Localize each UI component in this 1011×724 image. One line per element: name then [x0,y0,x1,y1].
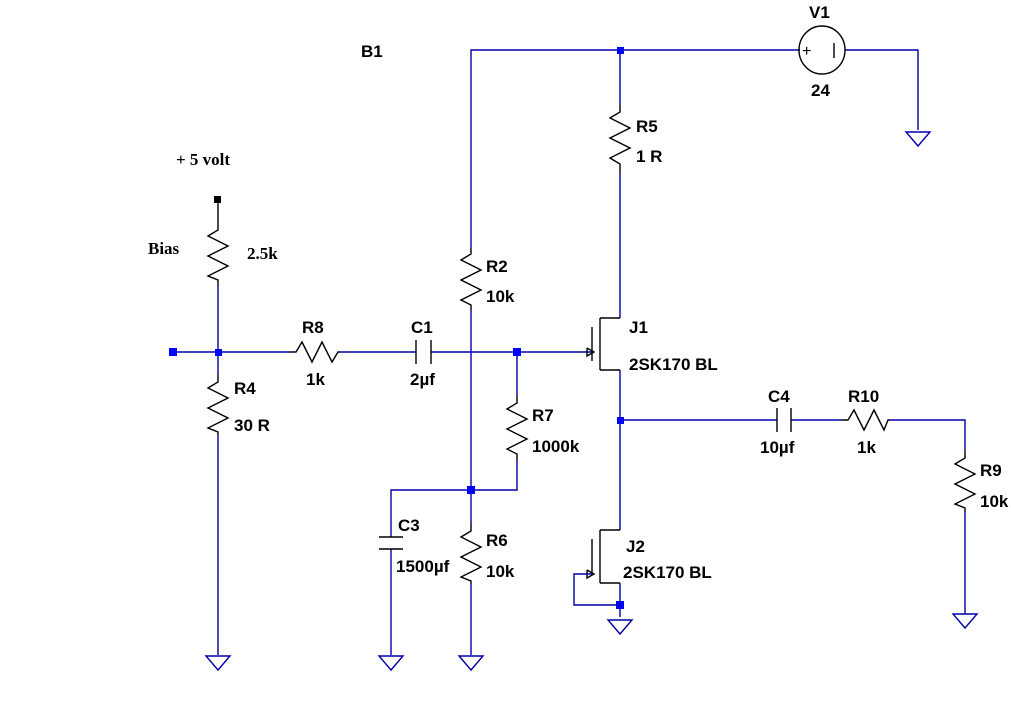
jfet-j2 [573,529,620,606]
j1-label: J1 [629,318,648,337]
resistors [206,105,977,584]
capacitor-c4 [776,408,792,432]
capacitor-c1 [415,340,432,364]
j2-value: 2SK170 BL [623,563,712,582]
wire-top-rail [470,49,800,248]
v1-value: 24 [811,81,830,100]
junction-gate-node [513,348,521,356]
voltage-source-v1: + [798,25,846,75]
v1-plus-sign: + [802,43,811,60]
labels: B1 + 5 volt Bias 2.5k V1 24 R5 1 R R2 10… [148,3,1009,582]
wire-v1-to-ground [845,49,919,130]
ground-v1 [904,131,932,148]
j1-gate-arrow [586,347,596,358]
r7-value: 1000k [532,437,580,456]
ground-c3 [377,655,405,672]
r6-label: R6 [486,531,508,550]
j2-label: J2 [626,537,645,556]
j1-value: 2SK170 BL [629,355,718,374]
r10-label: R10 [848,387,879,406]
v1-label: V1 [809,3,830,22]
r6-value: 10k [486,562,515,581]
capacitor-c3 [379,536,403,550]
capacitors [379,340,792,550]
r5-label: R5 [636,117,658,136]
junction-r7-node [467,486,475,494]
bias-value: 2.5k [247,244,278,263]
junction-top-rail [617,47,624,54]
r4-value: 30 R [234,416,270,435]
junction-output-node [617,417,624,424]
r2-value: 10k [486,287,515,306]
r5-value: 1 R [636,147,662,166]
c4-value: 10µf [760,438,795,457]
resistor-r9 [953,450,977,512]
ground-r9 [951,613,979,630]
c1-value: 2µf [410,370,435,389]
wire-r10-to-r9 [890,419,966,450]
resistor-bias [206,203,230,286]
junction-bias-node [215,349,222,356]
resistor-r7 [505,395,529,460]
c3-label: C3 [398,516,420,535]
jfet-j1 [586,317,620,371]
resistor-r5 [608,105,632,173]
wire-j2-gate-to-source [573,573,620,606]
plus5v-terminal [214,196,221,203]
supply-note: + 5 volt [176,150,230,169]
r7-label: R7 [532,406,554,425]
r8-value: 1k [306,370,325,389]
bias-label: Bias [148,239,180,258]
resistor-r10 [842,408,890,432]
r8-label: R8 [302,318,324,337]
schematic-title: B1 [361,42,383,61]
junction-input-terminal [169,348,177,356]
r10-value: 1k [857,438,876,457]
c3-value: 1500µf [396,557,450,576]
wire-r7-to-node [390,460,518,537]
r4-label: R4 [234,379,256,398]
resistor-r4 [206,374,230,436]
r2-label: R2 [486,257,508,276]
ground-r6 [457,655,485,672]
resistor-r2 [459,248,483,310]
resistor-r8 [290,340,340,364]
wires [173,49,966,655]
r9-value: 10k [980,492,1009,511]
c1-label: C1 [411,318,433,337]
resistor-r6 [459,524,483,584]
ground-j2 [606,619,634,636]
c4-label: C4 [768,387,790,406]
r9-label: R9 [980,461,1002,480]
junctions [169,47,624,609]
grounds [204,131,979,672]
ground-r4 [204,655,232,672]
